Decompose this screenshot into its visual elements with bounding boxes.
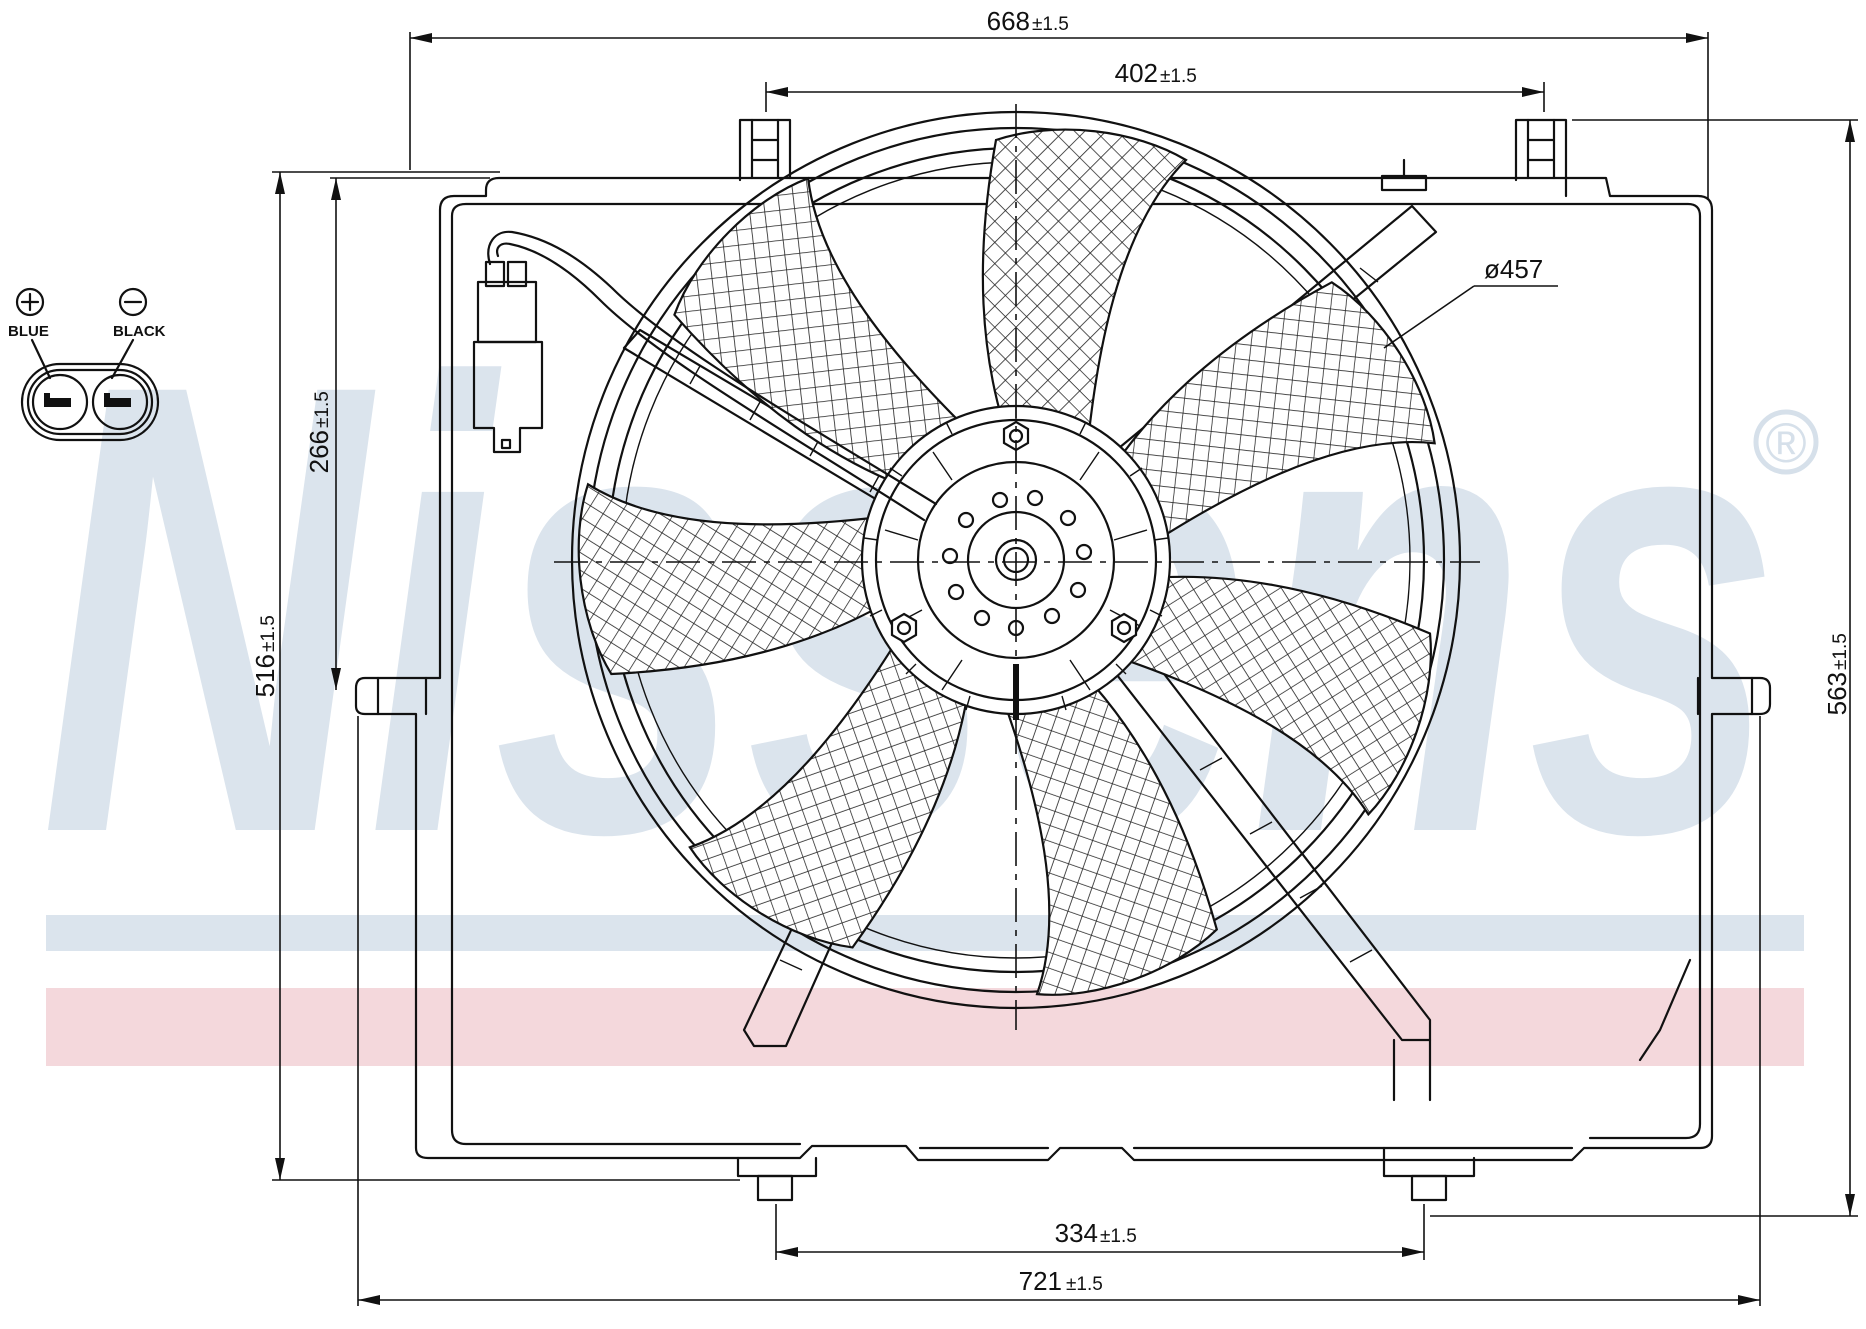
svg-text:±1.5: ±1.5 [1830, 633, 1851, 670]
svg-text:516: 516 [250, 654, 280, 697]
svg-text:±1.5: ±1.5 [1100, 1226, 1137, 1247]
plus-icon [15, 287, 45, 317]
svg-text:334: 334 [1055, 1218, 1098, 1248]
svg-text:563: 563 [1822, 672, 1852, 715]
negative-wire-label: BLACK [113, 323, 166, 340]
dimension-fan-diameter: ø457 [1484, 254, 1543, 284]
watermark-blue-band [46, 915, 1804, 951]
registered-mark-icon: ® [1753, 409, 1819, 475]
svg-text:±1.5: ±1.5 [312, 391, 333, 428]
fan-blades [577, 128, 1436, 996]
dimension-top-width: 668 ±1.5 [987, 6, 1069, 36]
fan-blade [688, 618, 974, 949]
svg-text:±1.5: ±1.5 [258, 615, 279, 652]
svg-text:±1.5: ±1.5 [1032, 14, 1069, 35]
dimension-upper-height: 266 ±1.5 [304, 391, 334, 473]
svg-text:668: 668 [987, 6, 1030, 36]
fan-blade [995, 648, 1219, 996]
positive-wire-label: BLUE [8, 323, 49, 340]
fan-blade [1092, 281, 1436, 554]
svg-text:266: 266 [304, 430, 334, 473]
watermark-pink-band [46, 988, 1804, 1066]
fan-blade [577, 482, 920, 676]
svg-text:402: 402 [1115, 58, 1158, 88]
dimension-bottom-spacing: 334 ±1.5 [1055, 1218, 1137, 1248]
fan-shroud [354, 118, 1772, 1202]
dimension-body-height: 516 ±1.5 [250, 615, 280, 697]
svg-text:±1.5: ±1.5 [1066, 1274, 1103, 1295]
connector-pinout: BLUE BLACK [8, 287, 166, 442]
svg-text:721: 721 [1019, 1266, 1062, 1296]
minus-icon [118, 287, 148, 317]
fan-blade [981, 128, 1188, 462]
svg-text:®: ® [1765, 411, 1806, 474]
hex-nut [1110, 612, 1138, 644]
dimension-mount-spacing: 402 ±1.5 [1115, 58, 1197, 88]
dimension-lines: 668 ±1.5 402 ±1.5 ø457 266 ±1.5 [250, 6, 1858, 1306]
center-lines [554, 104, 1480, 1030]
fan-blade [673, 176, 983, 500]
hex-nut [890, 612, 918, 644]
dimension-bottom-width: 721 ±1.5 [1019, 1266, 1103, 1296]
fan-blade [1096, 575, 1432, 817]
dimension-total-height: 563 ±1.5 [1822, 633, 1852, 715]
svg-text:±1.5: ±1.5 [1160, 66, 1197, 87]
motor-wire-connector [472, 230, 938, 522]
